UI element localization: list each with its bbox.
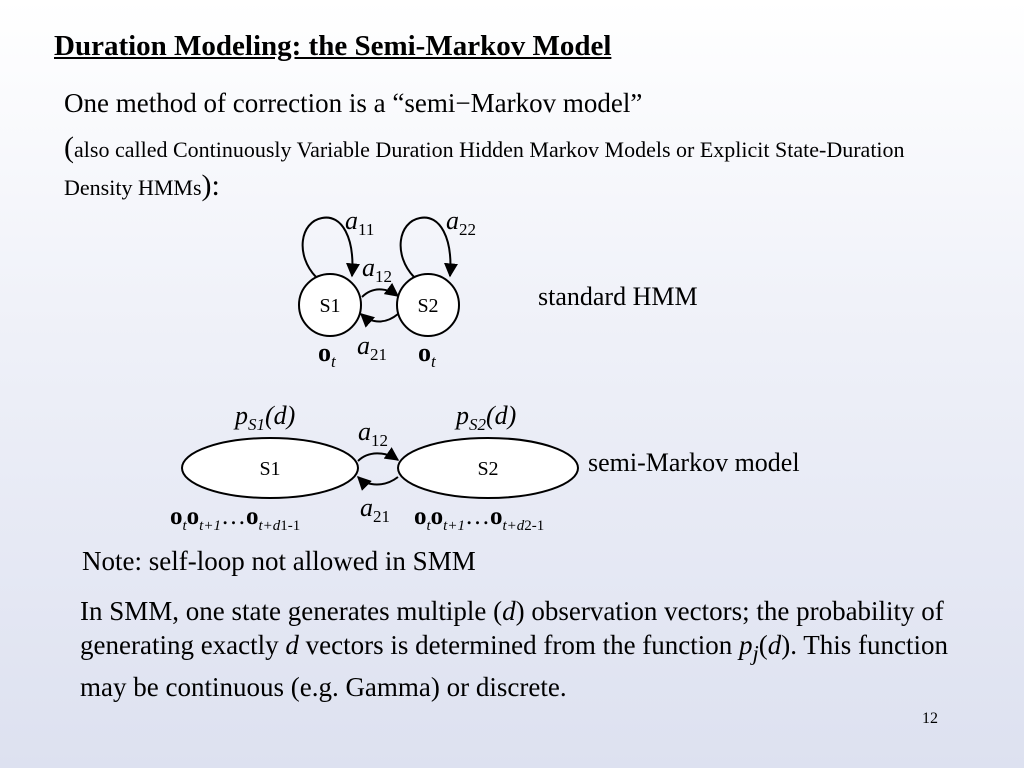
hmm-a21-label: a21	[357, 331, 387, 364]
open-paren: (	[64, 131, 74, 164]
hmm-transition-a12	[361, 282, 400, 298]
page-number: 12	[922, 710, 938, 727]
hmm-a22-label: a22	[446, 206, 476, 239]
smm-diagram: S1 S2 pS1(d) pS2(d) a12 a21 otot+1…ot+d1…	[170, 401, 579, 534]
smm-transition-a21	[357, 476, 399, 491]
smm-s2-label: S2	[477, 458, 498, 480]
smm-explanation: In SMM, one state generates multiple (d)…	[80, 596, 949, 703]
hmm-s1-label: S1	[319, 295, 340, 317]
hmm-obs-s1: ot	[318, 338, 337, 371]
smm-p1-label: pS1(d)	[233, 401, 295, 434]
self-loop-note: Note: self-loop not allowed in SMM	[82, 546, 476, 576]
smm-obs-s2: otot+1…ot+d2-1	[414, 503, 544, 534]
smm-caption: semi-Markov model	[588, 448, 800, 477]
intro-line: One method of correction is a “semi−Mark…	[64, 88, 643, 118]
close-paren: ):	[201, 169, 220, 202]
smm-s1-label: S1	[259, 458, 280, 480]
smm-obs-s1: otot+1…ot+d1-1	[170, 503, 300, 534]
hmm-s2-label: S2	[417, 295, 438, 317]
smm-a21-label: a21	[360, 493, 390, 526]
hmm-transition-a21	[359, 313, 399, 328]
hmm-state-s2	[396, 273, 460, 337]
intro-aka-text: also called Continuously Variable Durati…	[64, 137, 905, 200]
hmm-caption: standard HMM	[538, 282, 698, 311]
hmm-self-loop-a11	[301, 216, 360, 278]
smm-p2-label: pS2(d)	[454, 401, 516, 434]
hmm-a11-label: a11	[345, 206, 374, 239]
hmm-self-loop-a22	[399, 216, 458, 278]
hmm-diagram: S1 S2 a11 a22 a12 a21 ot ot	[298, 206, 476, 371]
smm-state-s1	[181, 437, 359, 499]
hmm-state-s1	[298, 273, 362, 337]
hmm-a12-label: a12	[362, 253, 392, 286]
smm-a12-label: a12	[358, 417, 388, 450]
hmm-obs-s2: ot	[418, 338, 437, 371]
slide-title: Duration Modeling: the Semi-Markov Model	[54, 30, 612, 62]
smm-state-s2	[397, 437, 579, 499]
smm-transition-a12	[357, 447, 400, 462]
intro-parenthetical: (also called Continuously Variable Durat…	[64, 130, 934, 206]
